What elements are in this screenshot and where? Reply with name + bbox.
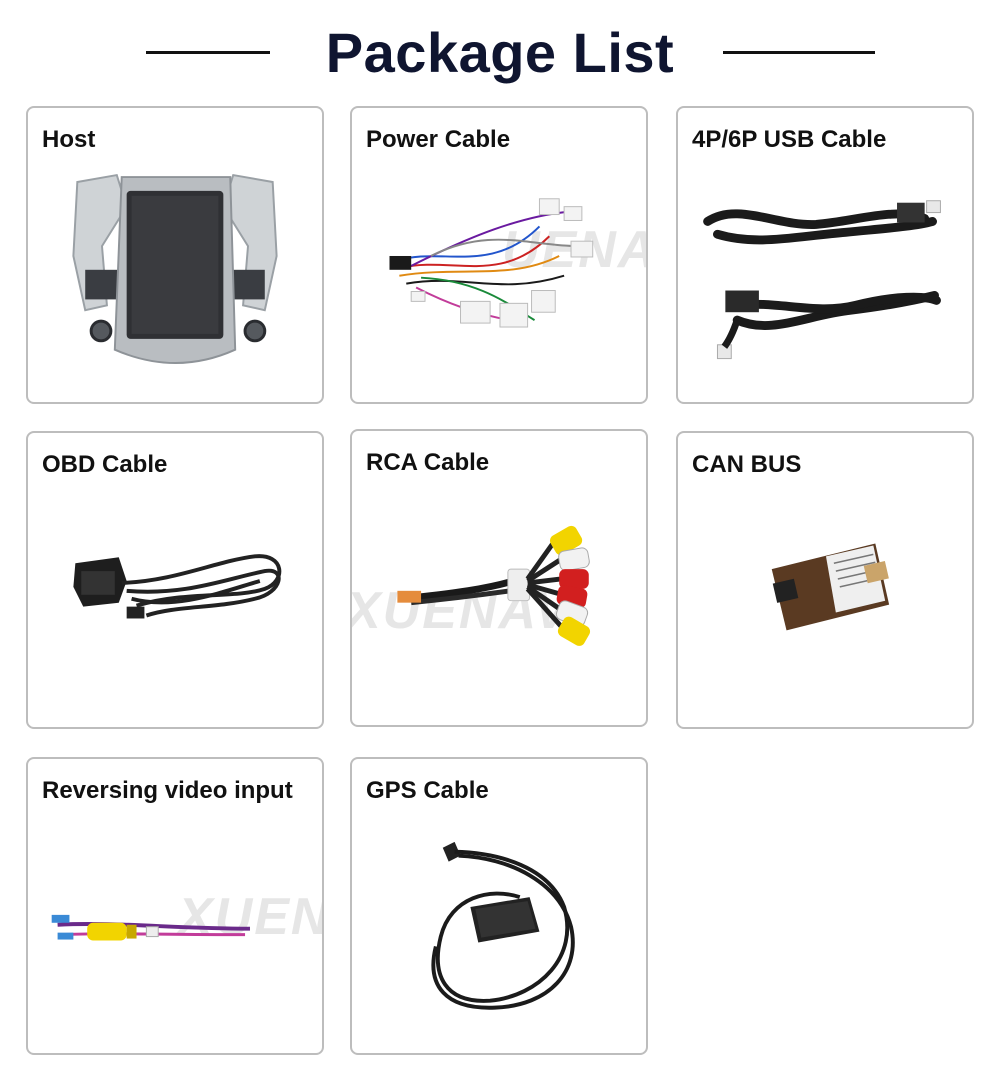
gps-antenna-icon (431, 841, 575, 1010)
page-header: Package List (0, 18, 1000, 88)
package-item-canbus: CAN BUS (676, 431, 974, 729)
title-rule-right (723, 51, 875, 54)
car-head-unit-icon (72, 173, 278, 365)
item-label: RCA Cable (366, 449, 490, 476)
package-item-power-cable: UENAV Power Cable (350, 106, 648, 404)
usb-cable-icon (703, 200, 941, 360)
rca-cable-icon (397, 525, 591, 646)
item-label: Power Cable (366, 126, 511, 153)
reversing-cable-icon (51, 914, 250, 941)
item-label: Reversing video input (42, 777, 293, 804)
item-label: CAN BUS (692, 451, 802, 478)
item-label: OBD Cable (42, 451, 168, 478)
package-item-host: Host (26, 106, 324, 404)
package-item-gps-cable: GPS Cable (350, 757, 648, 1055)
power-harness-icon (389, 198, 594, 328)
item-label: 4P/6P USB Cable (692, 126, 887, 153)
item-label: Host (42, 126, 96, 153)
canbus-box-icon (771, 543, 890, 631)
package-item-obd-cable: OBD Cable (26, 431, 324, 729)
item-label: GPS Cable (366, 777, 489, 804)
obd-cable-icon (73, 554, 282, 619)
watermark: XUENAV (178, 888, 322, 946)
title-rule-left (146, 51, 270, 54)
package-item-rca-cable: XUENAV RCA Cable (350, 429, 648, 727)
package-item-reversing-video: XUENAV Reversing video input (26, 757, 324, 1055)
package-item-usb-cable: 4P/6P USB Cable (676, 106, 974, 404)
page-title: Package List (325, 21, 675, 84)
